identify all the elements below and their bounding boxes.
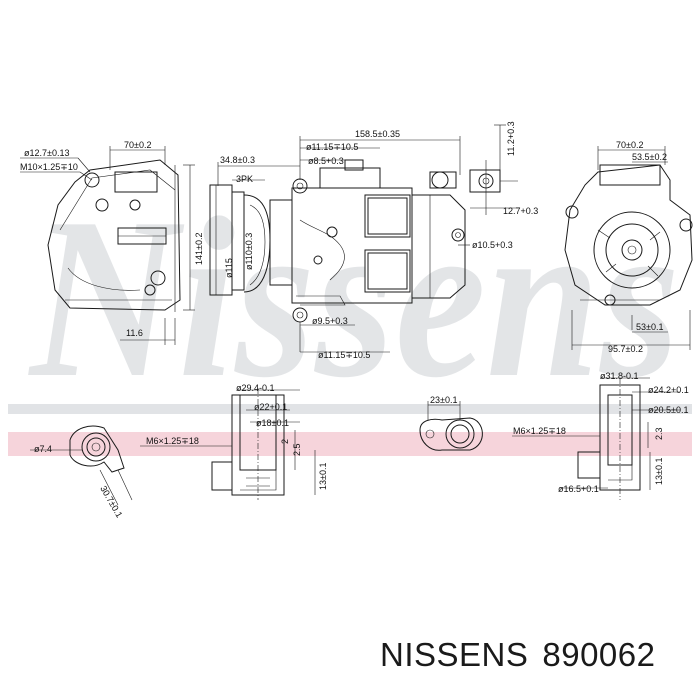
dim-h13-right: 13±0.1 [654, 458, 664, 485]
left-view [20, 146, 195, 345]
dim-d9-5: ø9.5+0.3 [312, 316, 348, 326]
dim-3pk: 3PK [236, 174, 253, 184]
dim-h141: 141±0.2 [194, 233, 204, 265]
dim-d29-4: ø29.4-0.1 [236, 383, 275, 393]
dim-h13: 13±0.1 [318, 463, 328, 490]
dim-d115: ø115 [224, 258, 234, 278]
dim-53: 53±0.1 [636, 322, 663, 332]
dim-d12-7: ø12.7±0.13 [24, 148, 69, 158]
dim-23: 23±0.1 [430, 395, 457, 405]
dim-h2: 2 [280, 439, 290, 444]
dim-d10-5: ø10.5+0.3 [472, 240, 513, 250]
dim-m10: M10×1.25∓10 [20, 162, 78, 172]
grey-band [8, 404, 692, 414]
watermark: Nissens [27, 170, 680, 425]
fitting-view [469, 124, 520, 215]
brand-name: NISSENS [380, 636, 529, 673]
dim-h2-5: 2.5 [292, 443, 302, 456]
dim-12-7: 12.7+0.3 [503, 206, 538, 216]
dim-d31-8: ø31.8-0.1 [600, 371, 639, 381]
dim-70-right: 70±0.2 [616, 140, 643, 150]
center-view [209, 136, 470, 353]
dim-d110: ø110±0.3 [244, 233, 254, 270]
dim-d18: ø18±0.1 [256, 418, 289, 428]
dim-d8-5: ø8.5+0.3 [308, 156, 344, 166]
section-right [512, 377, 680, 500]
dim-70-left: 70±0.2 [124, 140, 151, 150]
dim-d11-15-bot: ø11.15∓10.5 [318, 350, 370, 360]
dim-d22: ø22+0.1 [254, 402, 287, 412]
dim-d7-4: ø7.4 [34, 444, 52, 454]
dim-34-8: 34.8±0.3 [220, 155, 255, 165]
part-number: 890062 [542, 636, 656, 673]
dim-11-6: 11.6 [126, 328, 143, 338]
dim-d20-5: ø20.5±0.1 [648, 405, 688, 415]
dim-d24-2: ø24.2+0.1 [648, 385, 689, 395]
dim-d11-15-top: ø11.15∓10.5 [306, 142, 358, 152]
dim-53-5: 53.5±0.2 [632, 152, 667, 162]
flange-left [30, 425, 133, 506]
dim-30-7: 30.7±0.1 [98, 484, 124, 519]
right-view [564, 146, 693, 350]
dim-h11-2: 11.2+0.3 [506, 121, 516, 156]
fitting-center [419, 401, 483, 451]
dim-95-7: 95.7±0.2 [608, 344, 643, 354]
dim-h2-3: 2.3 [654, 427, 664, 440]
dim-m6-right: M6×1.25∓18 [513, 426, 566, 436]
section-left [140, 388, 316, 500]
dim-m6-left: M6×1.25∓18 [146, 436, 199, 446]
part-caption: NISSENS 890062 [380, 636, 700, 674]
dim-158-5: 158.5±0.35 [355, 129, 400, 139]
dim-d16-5: ø16.5+0.1 [558, 484, 599, 494]
